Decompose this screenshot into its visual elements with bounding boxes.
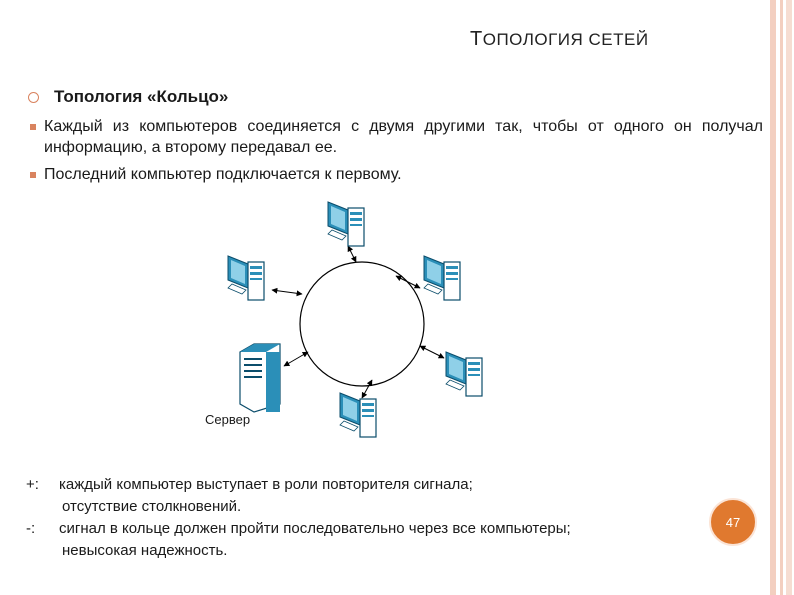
content-list: Топология «Кольцо» Каждый из компьютеров…: [28, 86, 763, 185]
cons-line-1: сигнал в кольце должен пройти последоват…: [59, 518, 571, 540]
link-arrow: [348, 246, 356, 262]
computer-icon: [228, 256, 264, 300]
cons-symbol: -:: [26, 518, 56, 540]
topology-heading: Топология «Кольцо»: [54, 87, 228, 106]
link-arrow: [420, 346, 444, 358]
ring-circle: [300, 262, 424, 386]
pros-line-2: отсутствие столкновений.: [62, 496, 241, 518]
computer-icon: [446, 352, 482, 396]
link-arrow: [284, 352, 308, 366]
link-arrow: [396, 276, 420, 288]
square-bullet-icon: [30, 172, 36, 178]
link-arrow: [272, 290, 302, 294]
bullet-item-2: Последний компьютер подключается к перво…: [28, 164, 763, 185]
slide-title: ТОПОЛОГИЯ СЕТЕЙ: [470, 28, 750, 51]
pros-symbol: +:: [26, 474, 56, 496]
computer-icon: [424, 256, 460, 300]
computer-icon: [328, 202, 364, 246]
server-caption: Сервер: [205, 412, 250, 427]
hollow-bullet-icon: [28, 92, 39, 103]
server-icon: [240, 344, 280, 412]
computer-icon: [340, 393, 376, 437]
decorative-border: [764, 0, 794, 595]
cons-line-2: невысокая надежность.: [62, 540, 227, 562]
bullet-text-2: Последний компьютер подключается к перво…: [44, 164, 763, 185]
pros-line-1: каждый компьютер выступает в роли повтор…: [59, 474, 473, 496]
bullet-text-1: Каждый из компьютеров соединяется с двум…: [44, 116, 763, 158]
square-bullet-icon: [30, 124, 36, 130]
link-arrow: [362, 380, 372, 398]
bullet-item-1: Каждый из компьютеров соединяется с двум…: [28, 116, 763, 158]
heading-item: Топология «Кольцо»: [28, 86, 763, 107]
page-number-badge: 47: [709, 498, 757, 546]
